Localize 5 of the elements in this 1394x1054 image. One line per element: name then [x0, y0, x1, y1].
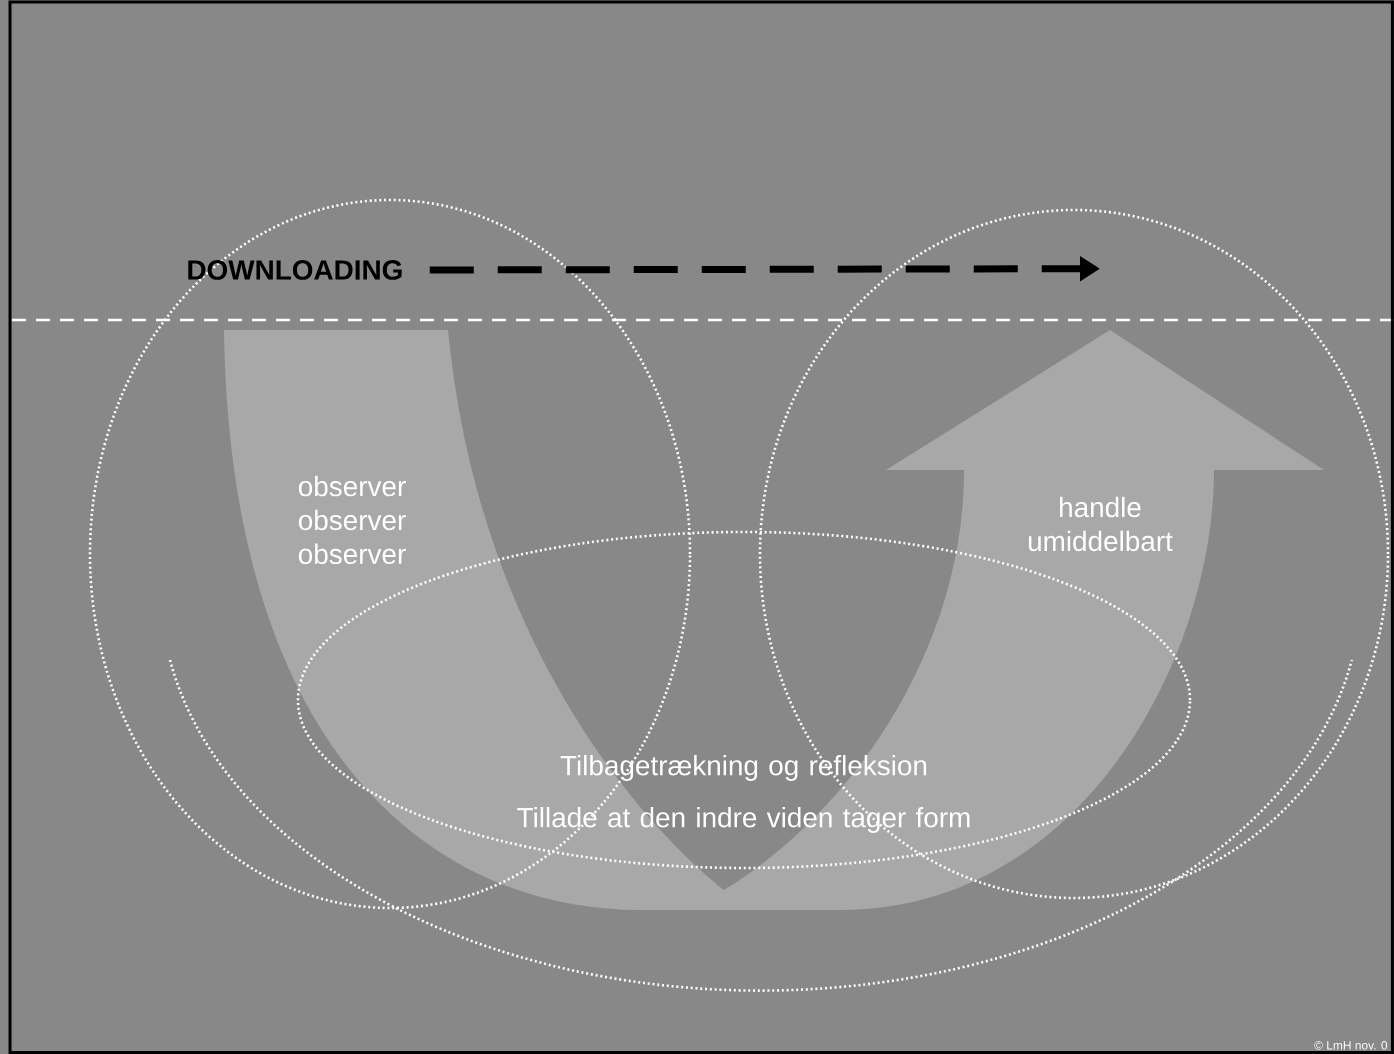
ellipse-text: Tillade at den indre viden tager form	[517, 807, 970, 833]
ellipse-text: Tilbagetrækning og refleksion	[560, 755, 927, 781]
ellipse-text: handle umiddelbart	[1028, 496, 1173, 552]
ellipse-text: observer observer observer	[298, 475, 406, 565]
heading-text: DOWNLOADING	[188, 260, 402, 280]
